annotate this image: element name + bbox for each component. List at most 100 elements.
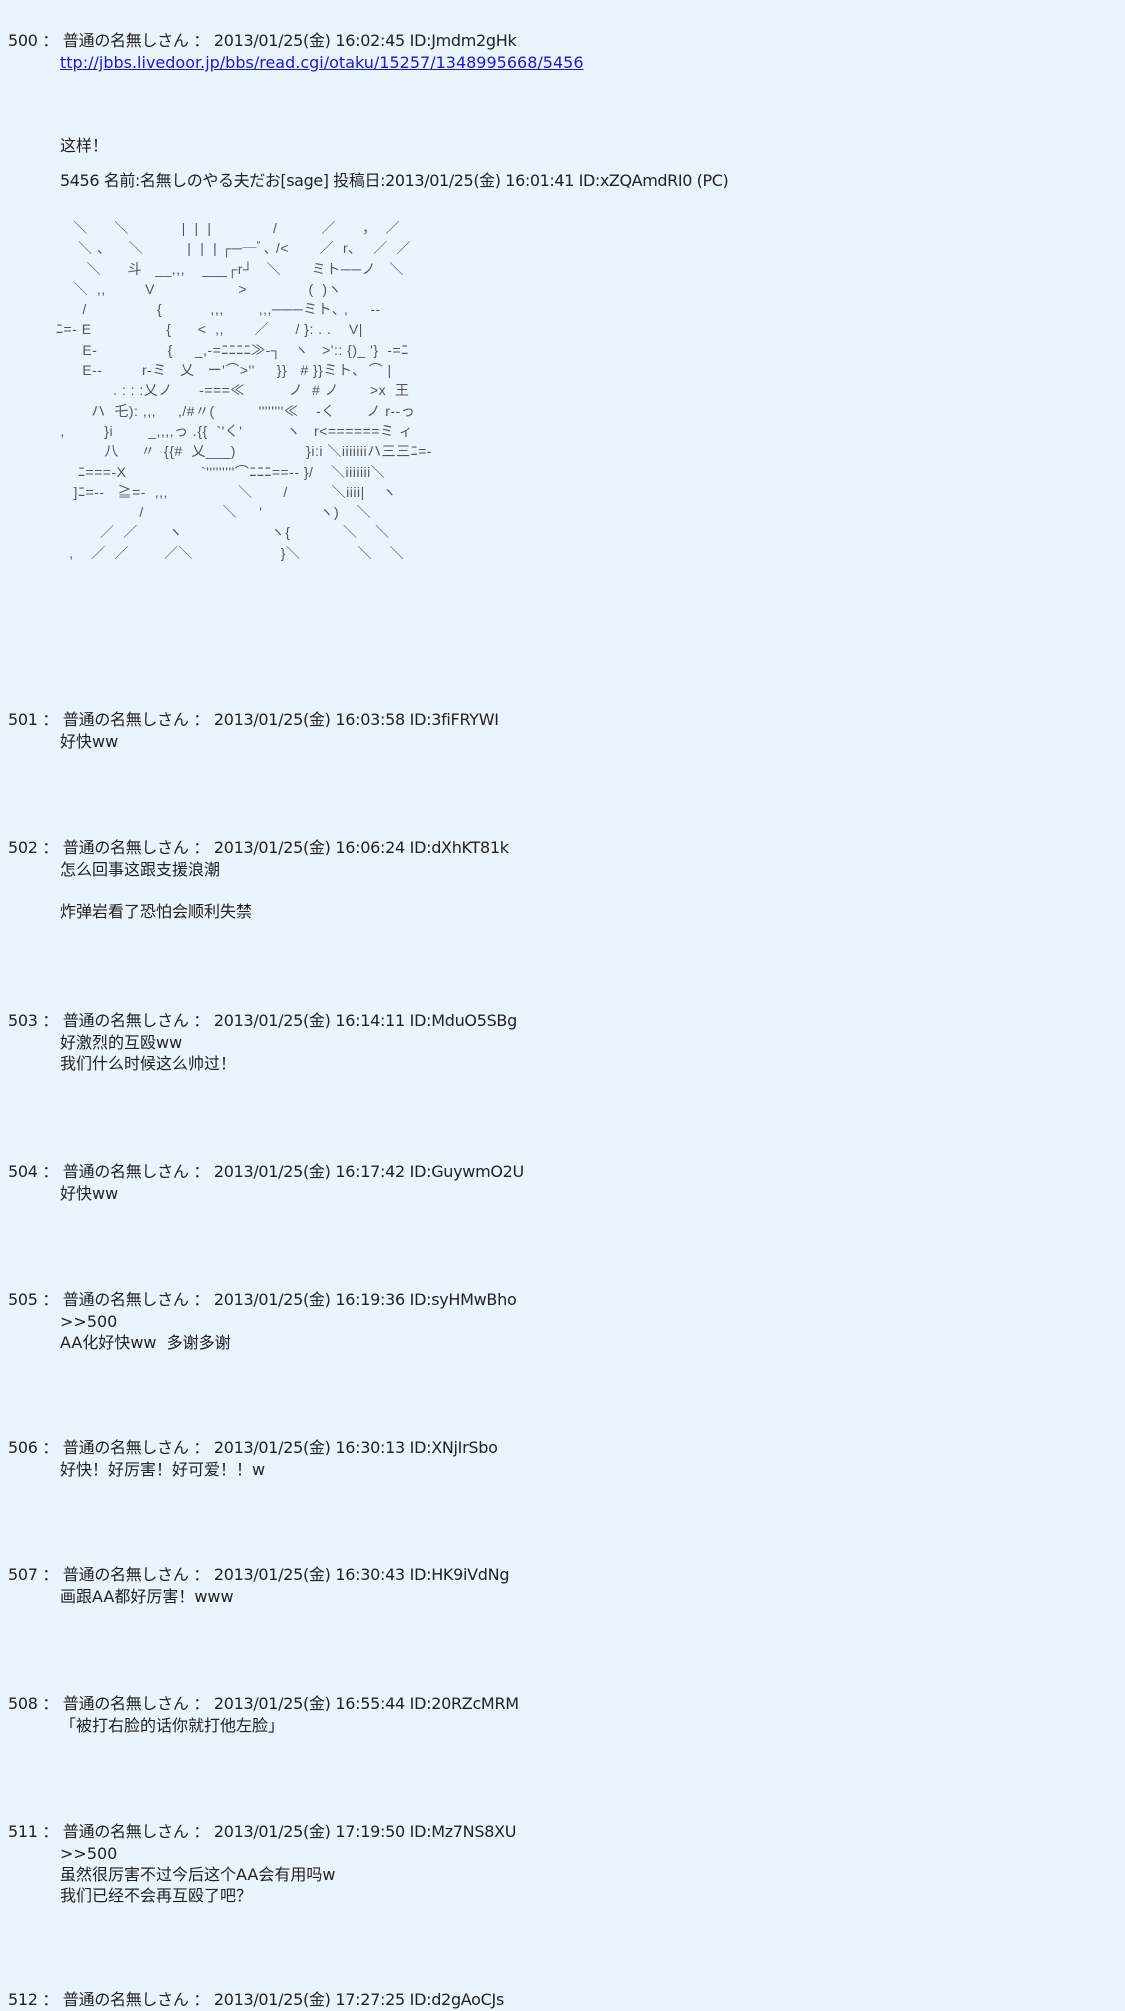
post-number: 511 xyxy=(8,1822,38,1841)
reply-reference[interactable]: >>500 xyxy=(60,1844,118,1863)
post-body: 「被打右脸的话你就打他左脸」 xyxy=(8,1715,1125,1736)
poster-id: ID:20RZcMRM xyxy=(409,1694,519,1713)
post-text: 炸弹岩看了恐怕会顺利失禁 xyxy=(60,902,253,921)
thread-link[interactable]: ttp://jbbs.livedoor.jp/bbs/read.cgi/otak… xyxy=(60,53,584,72)
post-header: 502 ： 普通の名無しさん ： 2013/01/25(金) 16:06:24 … xyxy=(8,837,1125,859)
reply-reference[interactable]: >>500 xyxy=(60,1312,118,1331)
poster-name: 普通の名無しさん xyxy=(62,31,189,50)
quoted-post-header: 5456 名前:名無しのやる夫だお[sage] 投稿日:2013/01/25(金… xyxy=(60,171,729,190)
separator: ： xyxy=(37,838,63,857)
separator: ： xyxy=(37,31,63,50)
post-number: 507 xyxy=(8,1565,38,1584)
post-body: ttp://jbbs.livedoor.jp/bbs/read.cgi/otak… xyxy=(8,52,1125,191)
post-number: 506 xyxy=(8,1438,38,1457)
poster-name: 普通の名無しさん xyxy=(62,1694,189,1713)
post-body: 好快！好厉害！好可爱！！w xyxy=(8,1459,1125,1480)
poster-id: ID:syHMwBho xyxy=(409,1290,517,1309)
poster-id: ID:Jmdm2gHk xyxy=(409,31,517,50)
post-506: 506 ： 普通の名無しさん ： 2013/01/25(金) 16:30:13 … xyxy=(8,1437,1125,1480)
ascii-art-line: ＼ ,, V > ( )ヽ xyxy=(56,280,343,297)
post-date: 2013/01/25(金) 16:19:36 xyxy=(213,1290,405,1309)
post-text: 好快ww xyxy=(60,732,119,751)
post-501: 501 ： 普通の名無しさん ： 2013/01/25(金) 16:03:58 … xyxy=(8,709,1125,752)
post-502: 502 ： 普通の名無しさん ： 2013/01/25(金) 16:06:24 … xyxy=(8,837,1125,922)
post-text: AA化好快ww 多谢多谢 xyxy=(60,1333,231,1352)
poster-name: 普通の名無しさん xyxy=(62,1011,189,1030)
poster-id: ID:3fiFRYWI xyxy=(409,710,499,729)
post-511: 511 ： 普通の名無しさん ： 2013/01/25(金) 17:19:50 … xyxy=(8,1821,1125,1906)
post-text: 虽然很厉害不过今后这个AA会有用吗w xyxy=(60,1865,336,1884)
poster-name: 普通の名無しさん xyxy=(62,1438,189,1457)
post-text: 「被打右脸的话你就打他左脸」 xyxy=(60,1716,285,1735)
post-number: 503 xyxy=(8,1011,38,1030)
post-date: 2013/01/25(金) 16:30:13 xyxy=(213,1438,405,1457)
separator: ： xyxy=(188,31,214,50)
post-number: 508 xyxy=(8,1694,38,1713)
post-512: 512 ： 普通の名無しさん ： 2013/01/25(金) 17:27:25 … xyxy=(8,1989,1125,2011)
poster-name: 普通の名無しさん xyxy=(62,1162,189,1181)
post-body: 好快ww xyxy=(8,731,1125,752)
post-text: 怎么回事这跟支援浪潮 xyxy=(60,860,221,879)
separator: ： xyxy=(188,838,214,857)
post-date: 2013/01/25(金) 16:02:45 xyxy=(213,31,405,50)
separator: ： xyxy=(188,1162,214,1181)
post-number: 502 xyxy=(8,838,38,857)
post-504: 504 ： 普通の名無しさん ： 2013/01/25(金) 16:17:42 … xyxy=(8,1161,1125,1204)
ascii-art-line: / ＼ ' ヽ) ＼ xyxy=(56,504,372,521)
post-text xyxy=(60,880,1125,901)
post-header: 508 ： 普通の名無しさん ： 2013/01/25(金) 16:55:44 … xyxy=(8,1693,1125,1715)
separator: ： xyxy=(188,1565,214,1584)
ascii-art-line: , ／ ／ ／＼ }＼ ＼ ＼ xyxy=(56,544,405,561)
post-503: 503 ： 普通の名無しさん ： 2013/01/25(金) 16:14:11 … xyxy=(8,1010,1125,1074)
post-505: 505 ： 普通の名無しさん ： 2013/01/25(金) 16:19:36 … xyxy=(8,1289,1125,1353)
ascii-art-line: ＼ 斗 __,,, ___┌r┘ ＼ ミト──ノ ＼ xyxy=(56,260,404,277)
post-date: 2013/01/25(金) 16:03:58 xyxy=(213,710,405,729)
poster-name: 普通の名無しさん xyxy=(62,1822,189,1841)
post-date: 2013/01/25(金) 16:55:44 xyxy=(213,1694,405,1713)
post-date: 2013/01/25(金) 17:19:50 xyxy=(213,1822,405,1841)
poster-name: 普通の名無しさん xyxy=(62,1290,189,1309)
ascii-art-line: / { ,,, ,,,───ミト､ , -- xyxy=(56,301,381,318)
poster-id: ID:Mz7NS8XU xyxy=(409,1822,517,1841)
separator: ： xyxy=(37,1694,63,1713)
separator: ： xyxy=(37,710,63,729)
post-text: 我们已经不会再互殴了吧？ xyxy=(60,1886,253,1905)
post-507: 507 ： 普通の名無しさん ： 2013/01/25(金) 16:30:43 … xyxy=(8,1564,1125,1607)
post-text: 好激烈的互殴ww xyxy=(60,1033,183,1052)
post-500: 500 ： 普通の名無しさん ： 2013/01/25(金) 16:02:45 … xyxy=(8,30,1125,191)
post-date: 2013/01/25(金) 16:30:43 xyxy=(213,1565,405,1584)
post-number: 505 xyxy=(8,1290,38,1309)
post-text: 我们什么时候这么帅过！ xyxy=(60,1054,237,1073)
separator: ： xyxy=(188,1290,214,1309)
post-number: 501 xyxy=(8,710,38,729)
post-date: 2013/01/25(金) 16:14:11 xyxy=(213,1011,405,1030)
poster-id: ID:MduO5SBg xyxy=(409,1011,518,1030)
separator: ： xyxy=(188,1822,214,1841)
post-body: 好快ww xyxy=(8,1183,1125,1204)
post-header: 512 ： 普通の名無しさん ： 2013/01/25(金) 17:27:25 … xyxy=(8,1989,1125,2011)
poster-id: ID:XNjIrSbo xyxy=(409,1438,498,1457)
separator: ： xyxy=(37,1011,63,1030)
ascii-art-line: ﾆ===-X `'''''''''⌒ﾆﾆﾆ==-- }/ ＼iiiiiii＼ xyxy=(56,463,386,480)
post-text: 画跟AA都好厉害！www xyxy=(60,1587,234,1606)
poster-id: ID:dXhKT81k xyxy=(409,838,509,857)
post-header: 511 ： 普通の名無しさん ： 2013/01/25(金) 17:19:50 … xyxy=(8,1821,1125,1843)
ascii-art-line: E-- r-ミ 乂 ー'⌒>'' }} # }}ミト､ ⌒ | xyxy=(56,362,392,379)
post-text: 好快ww xyxy=(60,1184,119,1203)
post-number: 500 xyxy=(8,31,38,50)
poster-name: 普通の名無しさん xyxy=(62,1565,189,1584)
post-date: 2013/01/25(金) 16:17:42 xyxy=(213,1162,405,1181)
ascii-art-line: ハ 乇): ,,, ,/#〃( ''''''''≪ -く ノ r--っ xyxy=(56,402,416,419)
post-header: 501 ： 普通の名無しさん ： 2013/01/25(金) 16:03:58 … xyxy=(8,709,1125,731)
post-text: 好快！好厉害！好可爱！！w xyxy=(60,1460,266,1479)
separator: ： xyxy=(188,710,214,729)
separator: ： xyxy=(37,1438,63,1457)
poster-name: 普通の名無しさん xyxy=(62,710,189,729)
ascii-art-line: , }i _,,,,っ .{{ `'く' ヽ r<======ミ ィ xyxy=(56,422,414,439)
ascii-art-line: ﾆ=- E { < ,, ／ / }: . . V| xyxy=(56,321,363,338)
post-header: 506 ： 普通の名無しさん ： 2013/01/25(金) 16:30:13 … xyxy=(8,1437,1125,1459)
post-text: 这样！ xyxy=(60,136,109,155)
post-number: 504 xyxy=(8,1162,38,1181)
post-header: 505 ： 普通の名無しさん ： 2013/01/25(金) 16:19:36 … xyxy=(8,1289,1125,1311)
